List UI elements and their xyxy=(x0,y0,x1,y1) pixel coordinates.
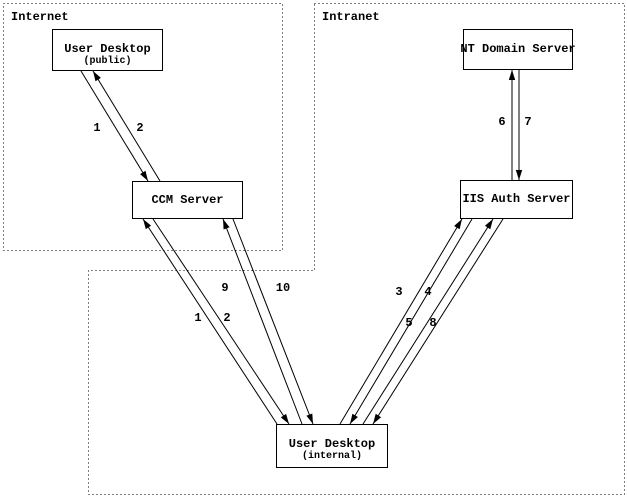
arrowhead xyxy=(223,219,230,230)
connection-line-5 xyxy=(362,218,494,425)
arrowhead xyxy=(143,219,152,230)
internet-region-label: Internet xyxy=(11,10,69,24)
arrowhead xyxy=(93,71,101,82)
connection-line-3 xyxy=(339,218,463,425)
region-intranet-boundary xyxy=(88,3,625,495)
connection-line-10 xyxy=(232,218,314,425)
arrowhead xyxy=(306,413,313,424)
node-label: CCM Server xyxy=(151,192,224,207)
connection-line-8 xyxy=(372,218,504,425)
node-label: User Desktop xyxy=(288,437,376,451)
connection-label: 8 xyxy=(429,316,436,330)
connection-label: 1 xyxy=(194,311,201,325)
connection-label: 6 xyxy=(498,115,505,129)
connection-label: 7 xyxy=(524,115,531,129)
node-nt-domain-server: NT Domain Server xyxy=(460,29,576,70)
connection-label: 2 xyxy=(223,311,230,325)
intranet-region-label: Intranet xyxy=(322,10,380,24)
arrowhead xyxy=(140,170,148,181)
arrowhead xyxy=(280,413,289,424)
node-sublabel: (internal) xyxy=(301,451,362,462)
connection-line-4 xyxy=(349,218,473,425)
node-sublabel: (public) xyxy=(83,56,132,67)
connection-label: 3 xyxy=(395,285,402,299)
arrowhead xyxy=(508,70,516,80)
node-user-desktop-public: User Desktop (public) xyxy=(52,29,163,71)
node-label: IIS Auth Server xyxy=(462,192,571,206)
connection-label: 5 xyxy=(405,316,412,330)
node-user-desktop-internal: User Desktop (internal) xyxy=(276,424,388,468)
connection-label: 1 xyxy=(93,121,100,135)
connection-label: 2 xyxy=(136,121,143,135)
node-label: NT Domain Server xyxy=(460,42,576,56)
connection-line-2 xyxy=(92,70,161,182)
region-internet-boundary xyxy=(3,3,283,251)
arrowhead xyxy=(350,413,358,424)
connection-label: 9 xyxy=(221,281,228,295)
node-iis-auth-server: IIS Auth Server xyxy=(460,180,573,219)
connection-line-2 xyxy=(152,218,290,425)
arrowhead xyxy=(484,219,493,230)
node-ccm-server: CCM Server xyxy=(132,181,243,219)
arrowhead xyxy=(515,170,523,180)
connection-line-1 xyxy=(80,70,149,182)
connection-line-1 xyxy=(142,218,278,425)
connection-line-9 xyxy=(222,218,303,425)
arrowhead xyxy=(373,413,382,424)
connection-label: 10 xyxy=(276,281,290,295)
arrowhead xyxy=(454,219,462,230)
node-label: User Desktop xyxy=(64,42,151,56)
connection-label: 4 xyxy=(424,285,431,299)
